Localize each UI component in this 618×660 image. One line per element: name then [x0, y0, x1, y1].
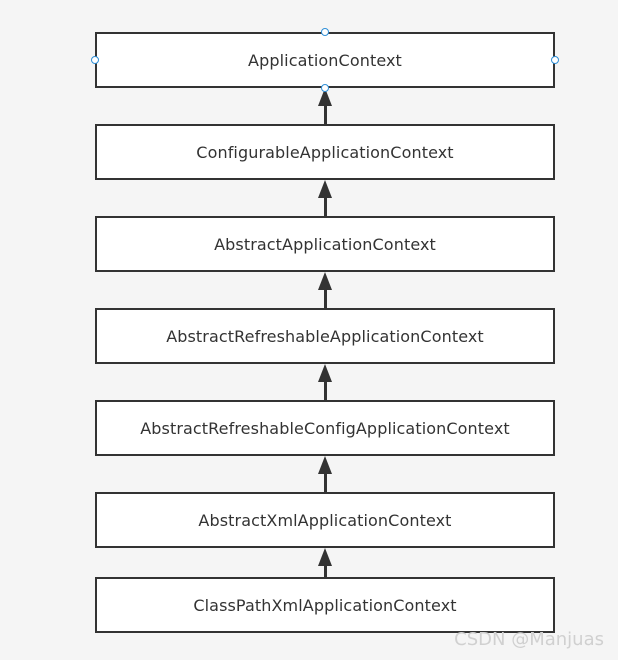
- node-label: ApplicationContext: [248, 50, 402, 70]
- arrow-shaft: [323, 470, 327, 492]
- watermark: CSDN @Manjuas: [454, 629, 604, 650]
- edge-arrow[interactable]: [318, 88, 332, 124]
- arrow-shaft: [323, 102, 327, 124]
- node-configurable-application-context[interactable]: ConfigurableApplicationContext: [95, 124, 555, 180]
- selection-handle-bottom[interactable]: [321, 84, 329, 92]
- node-label: AbstractApplicationContext: [214, 234, 436, 254]
- node-application-context[interactable]: ApplicationContext: [95, 32, 555, 88]
- edge-arrow[interactable]: [318, 456, 332, 492]
- selection-handle-top[interactable]: [321, 28, 329, 36]
- arrow-head: [318, 180, 332, 198]
- arrow-shaft: [323, 378, 327, 400]
- arrow-shaft: [323, 286, 327, 308]
- edge-arrow[interactable]: [318, 548, 332, 577]
- node-label: AbstractXmlApplicationContext: [198, 510, 452, 530]
- arrow-shaft: [323, 194, 327, 216]
- selection-handle-right[interactable]: [551, 56, 559, 64]
- arrow-head: [318, 88, 332, 106]
- node-label: ConfigurableApplicationContext: [196, 142, 454, 162]
- node-label: ClassPathXmlApplicationContext: [193, 595, 457, 615]
- node-abstract-xml-application-context[interactable]: AbstractXmlApplicationContext: [95, 492, 555, 548]
- node-label: AbstractRefreshableConfigApplicationCont…: [140, 418, 510, 438]
- node-label: AbstractRefreshableApplicationContext: [166, 326, 484, 346]
- arrow-head: [318, 456, 332, 474]
- arrow-head: [318, 548, 332, 566]
- selection-handle-left[interactable]: [91, 56, 99, 64]
- edge-arrow[interactable]: [318, 180, 332, 216]
- arrow-shaft: [323, 562, 327, 577]
- edge-arrow[interactable]: [318, 364, 332, 400]
- node-abstract-refreshable-application-context[interactable]: AbstractRefreshableApplicationContext: [95, 308, 555, 364]
- arrow-head: [318, 272, 332, 290]
- node-abstract-refreshable-config-application-context[interactable]: AbstractRefreshableConfigApplicationCont…: [95, 400, 555, 456]
- node-class-path-xml-application-context[interactable]: ClassPathXmlApplicationContext: [95, 577, 555, 633]
- arrow-head: [318, 364, 332, 382]
- edge-arrow[interactable]: [318, 272, 332, 308]
- node-abstract-application-context[interactable]: AbstractApplicationContext: [95, 216, 555, 272]
